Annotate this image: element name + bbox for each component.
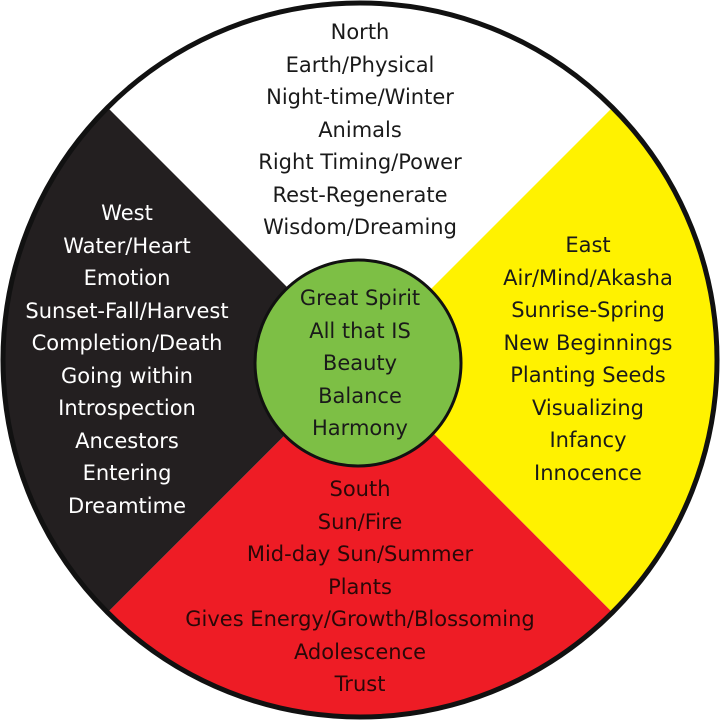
north-quadrant <box>107 2 613 360</box>
south-line: Gives Energy/Growth/Blossoming <box>185 607 535 631</box>
west-line: Dreamtime <box>67 493 187 518</box>
east-line: East <box>565 233 611 257</box>
north-line: Earth/Physical <box>285 52 435 77</box>
south-line: Adolescence <box>293 639 427 664</box>
west-line: West <box>101 201 153 225</box>
north-line: Right Timing/Power <box>258 150 462 174</box>
south-line: Trust <box>334 672 386 696</box>
west-line: Introspection <box>58 396 196 420</box>
west-line: Emotion <box>83 266 171 290</box>
center-line: Great Spirit <box>299 286 421 310</box>
east-line: Infancy <box>549 428 627 452</box>
north-line: Wisdom/Dreaming <box>263 215 457 239</box>
west-line: Ancestors <box>75 428 179 453</box>
east-line: Sunrise-Spring <box>511 298 665 322</box>
center-line: Beauty <box>322 351 398 375</box>
west-line: Going within <box>61 363 193 388</box>
north-line: Animals <box>318 117 402 142</box>
east-quadrant <box>360 107 718 613</box>
south-line: Plants <box>328 574 392 599</box>
north-line: Rest-Regenerate <box>272 182 448 207</box>
center-circle <box>253 258 463 468</box>
north-line: Night-time/Winter <box>266 85 454 109</box>
east-line: Visualizing <box>531 395 645 420</box>
east-line: Innocence <box>534 460 642 485</box>
west-line: Water/Heart <box>63 233 191 258</box>
center-line: All that IS <box>309 318 411 343</box>
west-quadrant <box>2 107 361 613</box>
east-line: Air/Mind/Akasha <box>503 265 673 290</box>
south-line: Sun/Fire <box>317 509 403 534</box>
center-line: Balance <box>318 383 402 408</box>
east-line: New Beginnings <box>503 330 673 355</box>
north-line: North <box>330 20 390 44</box>
west-line: Completion/Death <box>31 331 223 355</box>
center-line: Harmony <box>312 416 408 440</box>
south-line: South <box>329 477 391 501</box>
east-line: Planting Seeds <box>510 363 666 387</box>
west-line: Entering <box>82 461 172 485</box>
west-line: Sunset-Fall/Harvest <box>25 298 229 323</box>
south-quadrant <box>107 360 613 718</box>
south-line: Mid-day Sun/Summer <box>246 542 474 566</box>
